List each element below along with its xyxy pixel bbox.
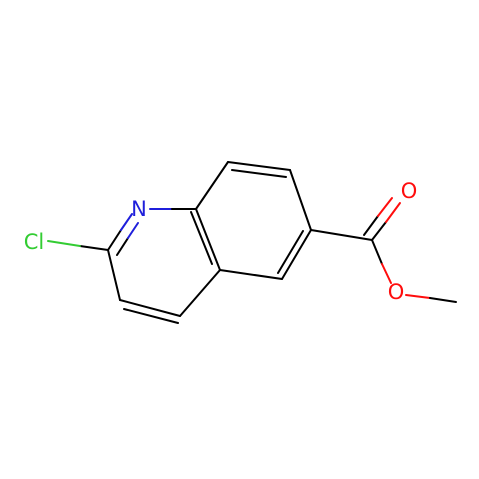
bond-n1-c2-outer-carbon-half — [107, 229, 122, 251]
bond-c6-c5 — [281, 229, 312, 280]
bond-c6-ester-carbon — [310, 229, 373, 241]
bond-c8-c7-inner — [231, 169, 287, 178]
bond-c5-c4a — [219, 269, 283, 280]
nitrogen-atom-label: N — [131, 197, 147, 221]
bond-c4a-c8a — [195, 208, 221, 271]
bond-c3-c4 — [119, 299, 181, 317]
bond-c3-c4-inner — [123, 308, 179, 324]
bond-n1-c2-inner-carbon-half — [116, 237, 129, 256]
ester-oxygen-atom-label: O — [388, 280, 405, 304]
bond-carbonyl-outer-oxygen-half — [385, 202, 401, 223]
bond-c2-cl-chlorine-half — [47, 240, 81, 247]
bond-carbonyl-inner-carbon-half — [363, 215, 379, 236]
bond-c8a-c8 — [195, 161, 229, 210]
bond-c6-c5-inner — [277, 230, 304, 274]
bond-c4-c4a — [179, 269, 221, 317]
bond-ester-c-o-oxygen-half — [381, 263, 392, 284]
bond-ester-c-o-carbon-half — [371, 239, 383, 265]
bond-n1-c2-inner-nitrogen-half — [127, 222, 139, 239]
bond-o-methyl-oxygen-half — [405, 294, 431, 299]
bond-carbonyl-outer-carbon-half — [371, 221, 387, 241]
bond-c2-cl-carbon-half — [79, 245, 109, 251]
carbonyl-oxygen-atom-label: O — [401, 179, 418, 203]
bond-o-methyl-carbon-half — [429, 297, 457, 303]
bond-c4a-c8a-inner — [190, 211, 213, 265]
bond-c8-c7 — [227, 161, 291, 171]
bond-c2-c3 — [107, 249, 121, 301]
bond-c7-c6 — [289, 169, 312, 231]
bond-n1-c2-outer-nitrogen-half — [120, 213, 133, 231]
bond-carbonyl-inner-oxygen-half — [377, 197, 393, 217]
chlorine-atom-label: Cl — [24, 230, 45, 254]
